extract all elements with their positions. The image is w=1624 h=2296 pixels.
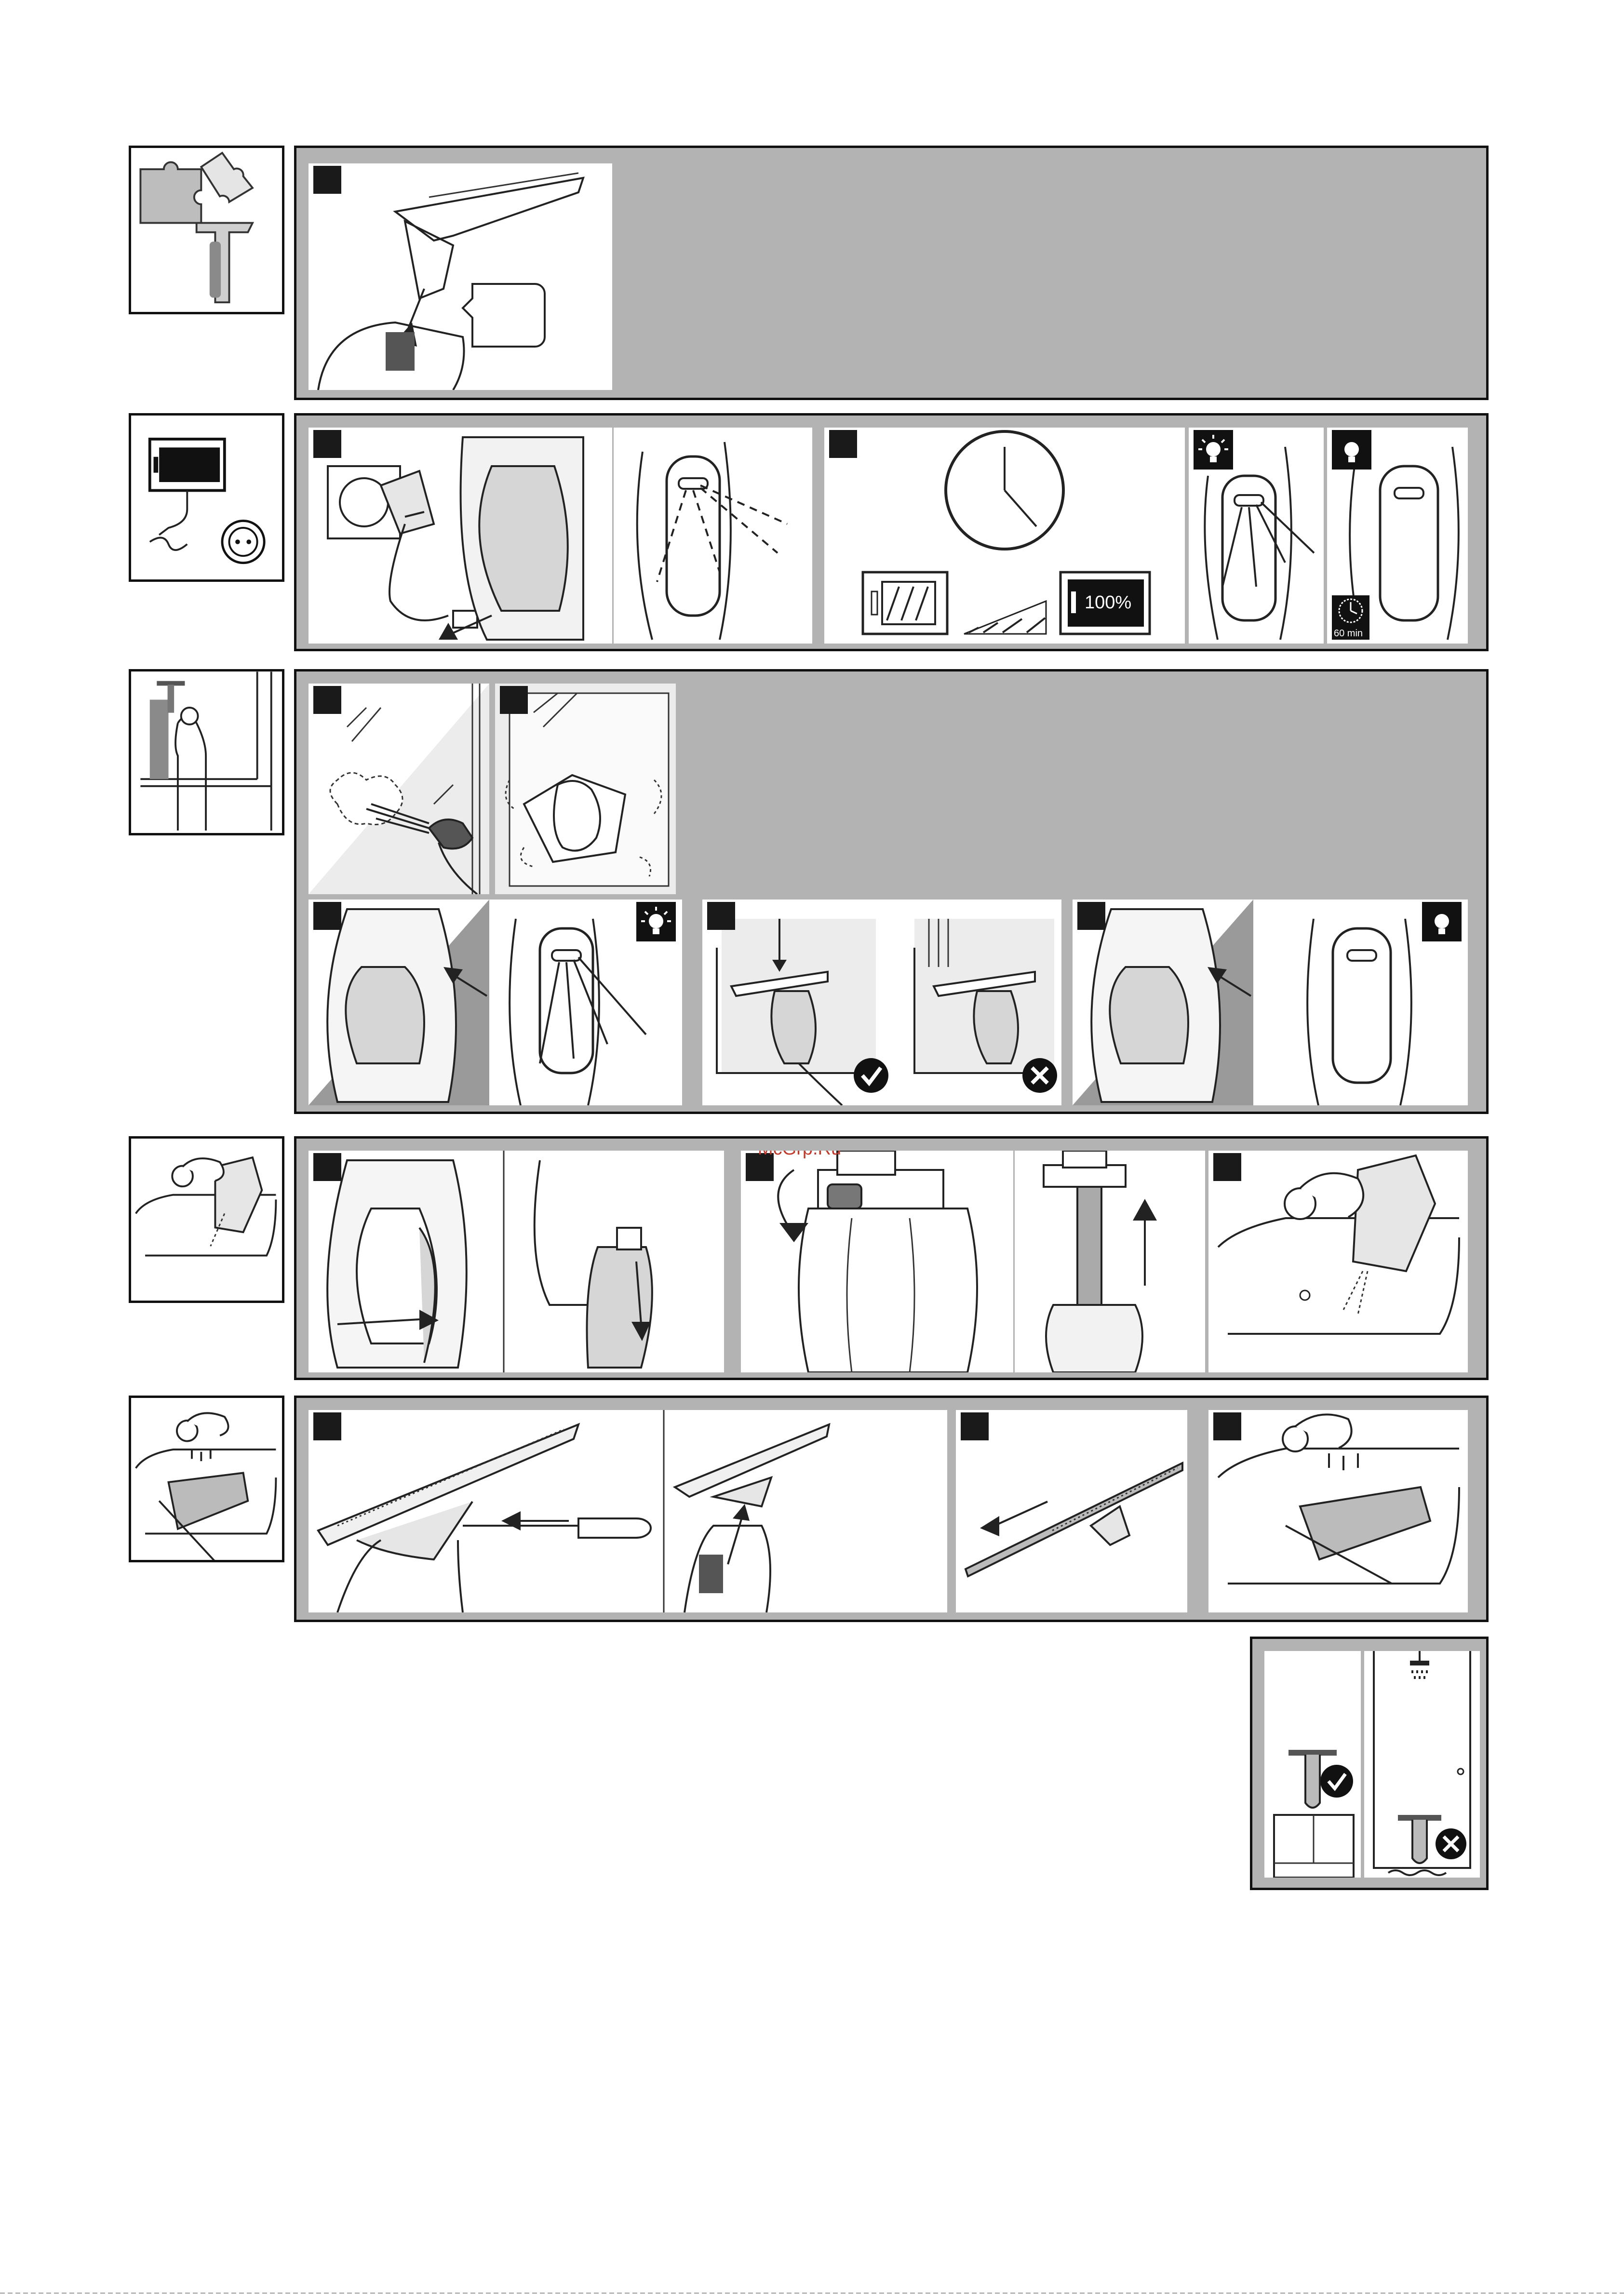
battery-full-label: 100% [1085, 592, 1131, 613]
page-bottom-rule [0, 2293, 1624, 2294]
step-marker [829, 430, 857, 458]
light-bulb-on-icon [1194, 430, 1233, 470]
step-marker [1077, 902, 1105, 930]
timer-label: 60 min [1334, 628, 1363, 639]
charge-time-illustration: 100% [824, 428, 1185, 644]
step-marker [313, 1412, 341, 1440]
step-marker [707, 902, 735, 930]
assembly-section [294, 146, 1489, 400]
maintenance-side-icon [129, 1396, 284, 1562]
charger-icon [131, 416, 282, 579]
check-icon [1320, 1765, 1353, 1798]
plug-in-illustration [309, 428, 612, 644]
storage-section [1250, 1637, 1489, 1890]
emptying-icon [131, 1139, 282, 1301]
battery-empty-icon [863, 572, 947, 634]
step-marker [1213, 1153, 1241, 1181]
pull-plug-panel [1015, 1151, 1205, 1372]
wipe-panel [495, 684, 676, 894]
cross-icon [1022, 1058, 1057, 1093]
storage-no-panel [1364, 1651, 1480, 1878]
light-bulb-off-icon [1422, 902, 1462, 941]
remove-wiper-panel [309, 1410, 947, 1612]
step-marker [313, 686, 341, 714]
light-bulb-off-icon [1332, 430, 1371, 470]
shower-icon [1410, 1651, 1429, 1679]
emptying-section: McGrp.Ru [294, 1136, 1489, 1380]
shower-storage-illustration [1364, 1651, 1480, 1878]
squeegee-direction-panel [702, 900, 1061, 1105]
plug-in-panel [309, 428, 612, 644]
assembly-panel [309, 163, 612, 390]
battery-full-icon: 100% [1060, 572, 1150, 634]
open-cap-panel: McGrp.Ru [741, 1151, 1013, 1372]
blade-replace-panel [956, 1410, 1187, 1612]
window-cleaning-icon [131, 671, 282, 833]
operation-side-icon [129, 669, 284, 835]
assembly-side-icon [129, 146, 284, 314]
wiper-attach-illustration [309, 163, 612, 390]
remove-wiper-illustration [309, 1410, 947, 1612]
step-marker [1213, 1412, 1241, 1440]
puzzle-icon [131, 148, 282, 312]
light-bulb-on-icon [636, 902, 676, 941]
remove-tank-panel [309, 1151, 724, 1372]
emptying-side-icon [129, 1136, 284, 1303]
timer-icon: 60 min [1332, 595, 1369, 640]
switch-off-illustration [1073, 900, 1468, 1105]
watermark-text: McGrp.Ru [758, 1151, 841, 1159]
spray-window-illustration [309, 684, 489, 894]
step-marker [313, 430, 341, 458]
cross-icon [1436, 1828, 1466, 1859]
blade-replace-illustration [956, 1410, 1187, 1612]
storage-ok-panel [1264, 1651, 1361, 1878]
step-marker [500, 686, 528, 714]
charging-section: 100% [294, 413, 1489, 651]
switch-off-panel [1073, 900, 1468, 1105]
clock-icon [946, 431, 1063, 549]
charging-side-icon [129, 413, 284, 582]
check-icon [854, 1058, 888, 1093]
light-on-panel [1189, 428, 1324, 644]
switch-on-panel [309, 900, 682, 1105]
clean-wiper-illustration [1208, 1410, 1468, 1612]
spray-panel [309, 684, 489, 894]
open-cap-illustration [741, 1151, 1013, 1372]
operation-section [294, 669, 1489, 1114]
pour-out-illustration [1208, 1151, 1468, 1372]
pull-plug-illustration [1015, 1151, 1205, 1372]
step-marker [313, 902, 341, 930]
remove-tank-illustration [309, 1151, 724, 1372]
charge-time-panel: 100% [824, 428, 1185, 644]
squeegee-direction-illustration [702, 900, 1061, 1105]
wipe-window-illustration [495, 684, 676, 894]
clean-wiper-panel [1208, 1410, 1468, 1612]
step-marker [313, 1153, 341, 1181]
light-off-panel: 60 min [1327, 428, 1468, 644]
pour-out-panel [1208, 1151, 1468, 1372]
step-marker [961, 1412, 989, 1440]
led-flash-illustration [614, 428, 812, 644]
maintenance-icon [131, 1398, 282, 1560]
light-flashing-panel [614, 428, 812, 644]
storage-cabinet-illustration [1264, 1651, 1361, 1878]
maintenance-section [294, 1396, 1489, 1622]
step-marker [313, 166, 341, 194]
switch-on-illustration [309, 900, 682, 1105]
